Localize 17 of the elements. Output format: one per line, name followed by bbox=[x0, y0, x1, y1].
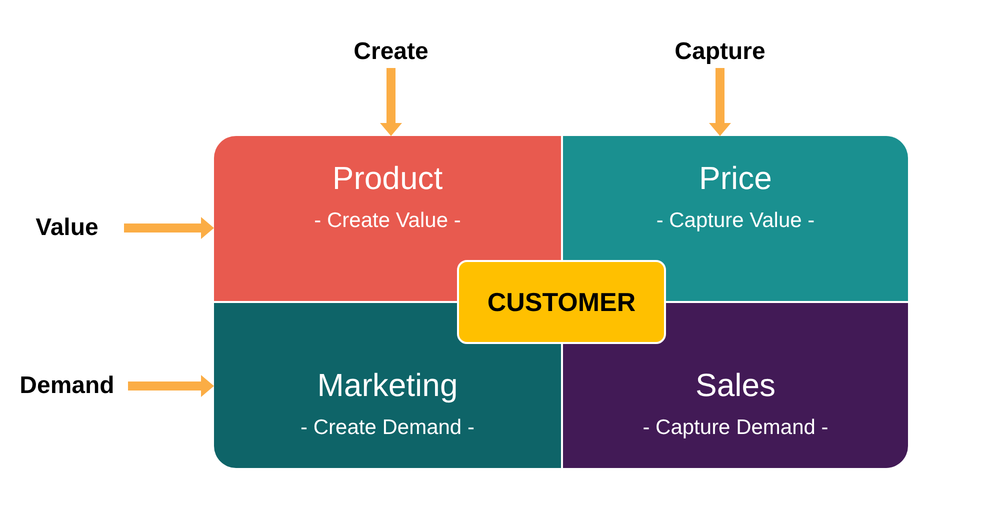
column-heading: Create bbox=[331, 36, 451, 68]
center-box: CUSTOMER bbox=[457, 260, 666, 344]
quadrant-subtitle: - Create Value - bbox=[314, 209, 461, 233]
quadrant-subtitle: - Create Demand - bbox=[300, 416, 474, 440]
row-heading: Value bbox=[10, 212, 124, 244]
quadrant-title: Marketing bbox=[317, 367, 458, 404]
row-heading: Demand bbox=[6, 370, 128, 402]
quadrant-subtitle: - Capture Value - bbox=[656, 209, 815, 233]
arrow bbox=[128, 375, 214, 397]
arrow bbox=[709, 68, 731, 136]
quadrant-subtitle: - Capture Demand - bbox=[642, 416, 828, 440]
quadrant-title: Product bbox=[332, 160, 443, 197]
arrow bbox=[124, 217, 214, 239]
quadrant-title: Price bbox=[699, 160, 772, 197]
quadrant-title: Sales bbox=[695, 367, 776, 404]
column-heading: Capture bbox=[660, 36, 780, 68]
arrow bbox=[380, 68, 402, 136]
